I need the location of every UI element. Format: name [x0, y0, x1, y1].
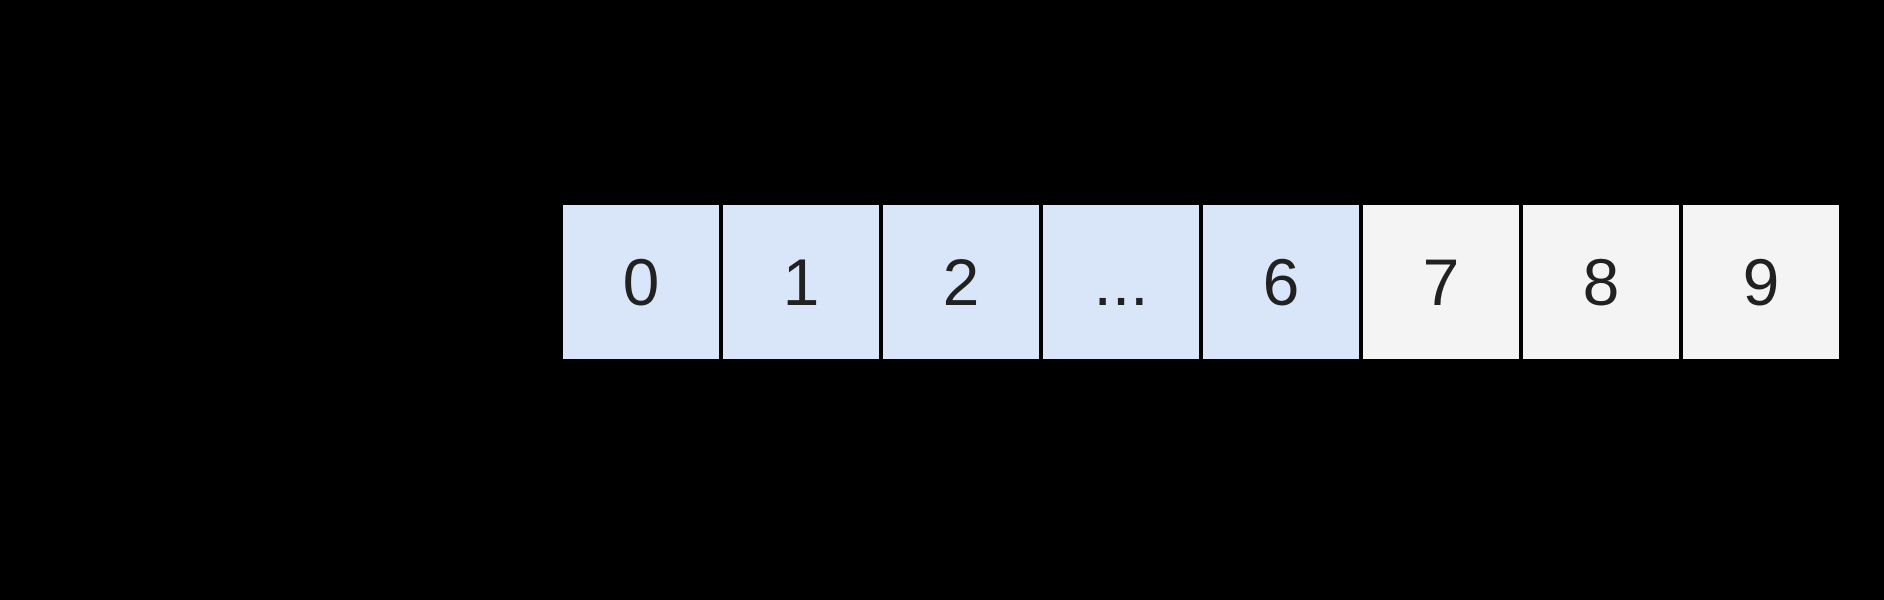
array-cell-6: 8	[1523, 205, 1679, 359]
array-cell-5: 7	[1363, 205, 1519, 359]
array-cell-2: 2	[883, 205, 1039, 359]
array-cell-3: ...	[1043, 205, 1199, 359]
array-cell-label: 8	[1582, 244, 1620, 319]
array-cell-0: 0	[563, 205, 719, 359]
array-cell-label: ...	[1093, 244, 1149, 319]
array-cells-row: 0 1 2... 6 7 8 9	[563, 205, 1839, 359]
array-cell-label: 6	[1262, 244, 1300, 319]
array-cell-label: 9	[1742, 244, 1780, 319]
array-cell-label: 2	[942, 244, 980, 319]
array-cell-label: 0	[622, 244, 660, 319]
array-cell-label: 7	[1422, 244, 1460, 319]
array-cell-4: 6	[1203, 205, 1359, 359]
array-cell-7: 9	[1683, 205, 1839, 359]
array-cell-label: 1	[782, 244, 820, 319]
array-cell-1: 1	[723, 205, 879, 359]
